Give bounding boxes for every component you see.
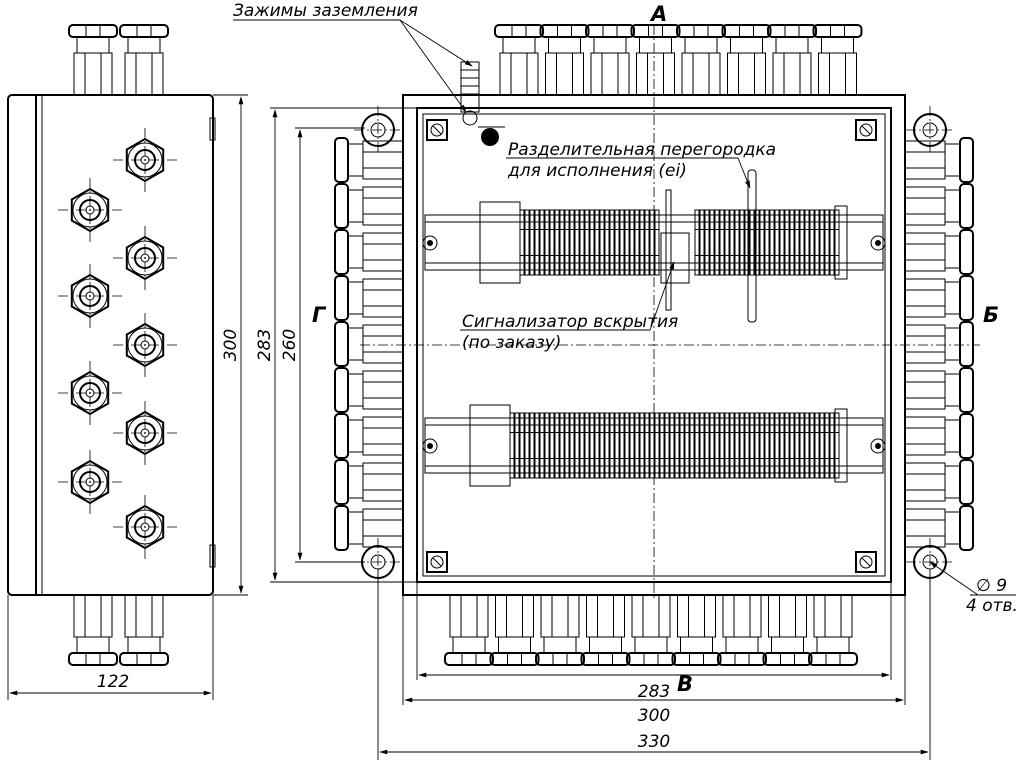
cable-gland <box>721 24 772 96</box>
cable-gland <box>904 137 974 183</box>
signaler-label-2: (по заказу) <box>462 333 561 353</box>
cable-gland <box>334 505 404 551</box>
end-stop <box>479 201 521 284</box>
mounting-ear <box>354 106 402 154</box>
cable-gland <box>767 24 817 96</box>
corner-screw <box>855 551 877 573</box>
side-label-bottom: В <box>677 672 693 696</box>
corner-screw <box>426 551 448 573</box>
signaler-label: Сигнализатор вскрытия <box>462 312 678 332</box>
side-label-top: А <box>649 2 667 26</box>
end-stop <box>834 205 848 280</box>
cable-gland <box>812 24 863 96</box>
cable-gland <box>334 229 404 275</box>
mounting-ear <box>906 106 954 154</box>
cable-gland <box>580 594 631 666</box>
dim-width-283: 283 <box>638 682 670 702</box>
cable-gland <box>334 183 404 229</box>
partition-label-2: для исполнения (ei) <box>507 161 687 181</box>
cable-gland <box>671 594 722 666</box>
cable-gland <box>676 24 726 96</box>
opening-signaler <box>660 232 690 284</box>
corner-screw <box>426 119 448 141</box>
grounding-clamp <box>460 61 505 146</box>
cable-gland <box>68 594 118 666</box>
dim-side-width: 122 <box>97 672 129 692</box>
cable-gland <box>68 24 118 96</box>
cable-gland <box>626 594 676 666</box>
cable-gland <box>904 505 974 551</box>
front-dimensions: 283 260 283 300 330 ∅ 9 4 отв. <box>255 107 1018 760</box>
side-dimensions: 300 122 <box>7 94 248 700</box>
gland-nut <box>58 264 122 328</box>
cable-gland <box>904 459 974 505</box>
cable-gland <box>334 321 404 367</box>
cable-gland <box>585 24 635 96</box>
cable-gland <box>630 24 681 96</box>
end-stop <box>834 408 848 483</box>
cable-gland <box>489 594 540 666</box>
cable-gland <box>334 137 404 183</box>
rail-hole <box>422 438 438 454</box>
end-stop <box>469 404 511 487</box>
cable-gland <box>539 24 590 96</box>
cable-gland <box>904 229 974 275</box>
dim-side-height: 300 <box>221 329 241 361</box>
cable-gland <box>904 413 974 459</box>
cable-gland <box>717 594 767 666</box>
cable-gland <box>334 413 404 459</box>
signaler-label-group: Сигнализатор вскрытия (по заказу) <box>460 261 678 353</box>
rail-hole <box>870 235 886 251</box>
side-label-left: Г <box>312 303 327 327</box>
gland-nut <box>113 495 177 559</box>
cable-gland <box>119 24 169 96</box>
side-label-right: Б <box>983 303 999 327</box>
cable-gland <box>808 594 858 666</box>
gland-nut <box>58 361 122 425</box>
partition-label-group: Разделительная перегородка для исполнени… <box>506 140 776 189</box>
cable-gland <box>444 594 494 666</box>
hole-diameter: ∅ 9 <box>976 576 1007 596</box>
hole-count: 4 отв. <box>966 596 1018 616</box>
cable-gland <box>119 594 169 666</box>
gland-nut <box>113 401 177 465</box>
corner-screw <box>855 119 877 141</box>
partition-plate <box>747 169 757 323</box>
gland-nut <box>58 450 122 514</box>
cable-gland <box>334 367 404 413</box>
gland-nut <box>113 313 177 377</box>
partition-label: Разделительная перегородка <box>508 140 776 160</box>
terminal-block <box>469 404 848 487</box>
gland-nut <box>113 128 177 192</box>
rail-hole <box>422 235 438 251</box>
cable-gland <box>904 321 974 367</box>
grounding-label: Зажимы заземления <box>233 1 418 21</box>
cable-gland <box>904 275 974 321</box>
cable-gland <box>762 594 813 666</box>
cable-gland <box>494 24 544 96</box>
cable-gland <box>334 459 404 505</box>
terminal-block <box>479 201 848 284</box>
dim-height-260: 260 <box>280 329 300 361</box>
cable-gland <box>334 275 404 321</box>
dim-width-330: 330 <box>638 732 670 752</box>
gland-nut <box>58 178 122 242</box>
cable-gland <box>904 183 974 229</box>
dim-width-300: 300 <box>638 706 670 726</box>
side-view <box>7 24 216 666</box>
cable-gland <box>904 367 974 413</box>
grounding-label-group: Зажимы заземления <box>233 1 473 113</box>
rail-hole <box>870 438 886 454</box>
dim-height-283: 283 <box>255 329 275 361</box>
cable-gland <box>535 594 585 666</box>
gland-nut <box>113 226 177 290</box>
